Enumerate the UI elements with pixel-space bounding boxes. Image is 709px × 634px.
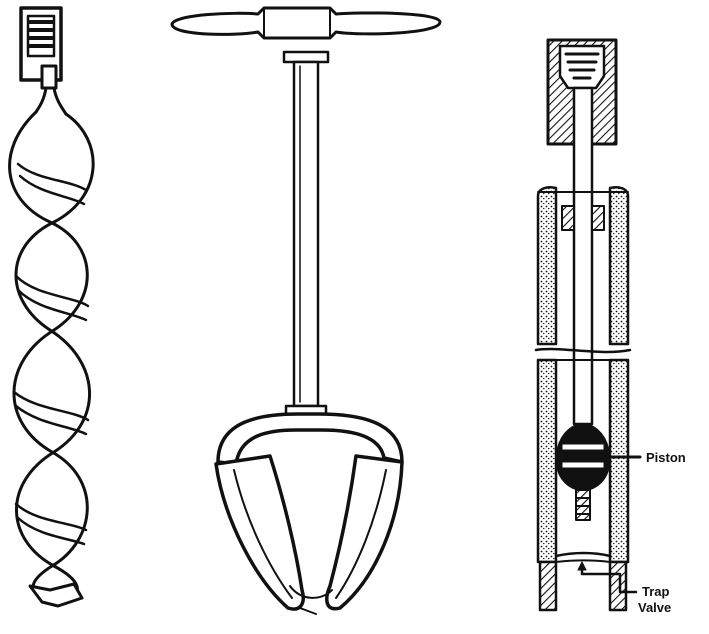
right-blade bbox=[325, 454, 404, 611]
trap-valve bbox=[538, 551, 628, 612]
piston-rod bbox=[572, 86, 594, 426]
upper-collar bbox=[282, 50, 330, 64]
auger-ribbon-2 bbox=[14, 274, 90, 308]
auger-helix-right-edge bbox=[14, 112, 95, 604]
auger-shank bbox=[34, 86, 48, 114]
upper-tube bbox=[536, 186, 630, 346]
auger-socket bbox=[19, 6, 63, 90]
screw-auger bbox=[8, 6, 95, 608]
left-blade bbox=[214, 454, 305, 611]
auger-ribbon-1 bbox=[16, 162, 88, 192]
auger-ribbon-4 bbox=[14, 502, 88, 532]
piston-label: Piston bbox=[646, 450, 686, 465]
auger-helix-left-edge bbox=[8, 110, 89, 600]
valve-label: Valve bbox=[638, 600, 671, 615]
piston-body bbox=[557, 423, 609, 521]
piston-sampler bbox=[534, 38, 642, 612]
t-handle bbox=[170, 6, 442, 40]
auger-ribbon-3 bbox=[12, 390, 90, 422]
auger-shaft bbox=[292, 60, 320, 408]
trap-label: Trap bbox=[642, 584, 670, 599]
posthole-auger bbox=[170, 6, 442, 615]
tube-break bbox=[534, 347, 632, 354]
lower-tube bbox=[536, 358, 630, 564]
trap-valve-leader bbox=[580, 564, 638, 594]
auger-yoke bbox=[216, 412, 404, 466]
auger-tip bbox=[28, 582, 84, 608]
